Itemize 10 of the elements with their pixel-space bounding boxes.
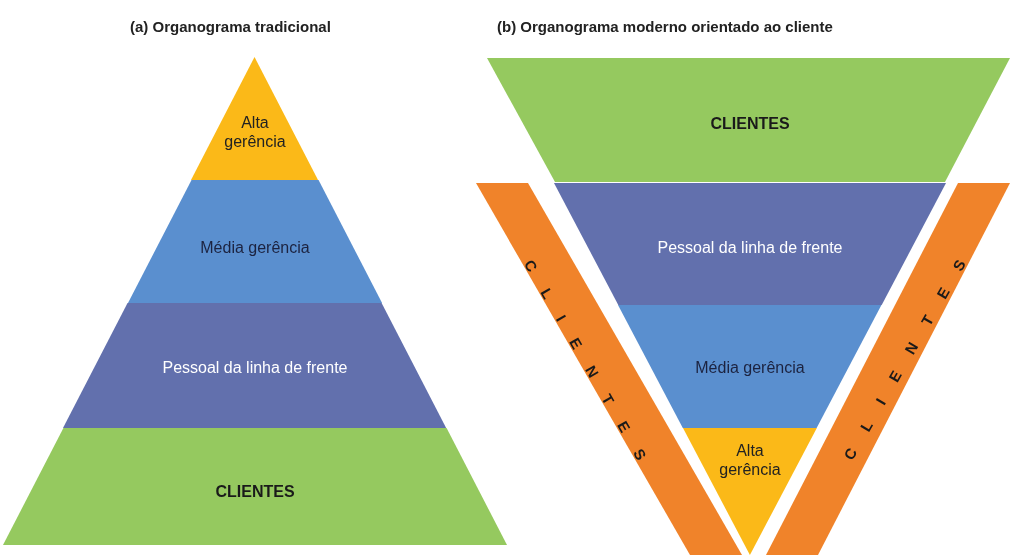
tier-label: CLIENTES [710, 114, 790, 134]
panel-heading: (a) Organograma tradicional [130, 18, 331, 35]
tier-label: Média gerência [200, 238, 310, 258]
tier-label: CLIENTES [215, 482, 295, 502]
tier-label: Pessoal da linha de frente [162, 358, 348, 378]
tier-label: Alta gerência [718, 440, 782, 480]
tier-label: Média gerência [695, 358, 805, 378]
panel-heading: (b) Organograma moderno orientado ao cliente [497, 18, 833, 35]
tier-label: Pessoal da linha de frente [657, 238, 843, 258]
tier-label: Alta gerência [223, 112, 287, 152]
